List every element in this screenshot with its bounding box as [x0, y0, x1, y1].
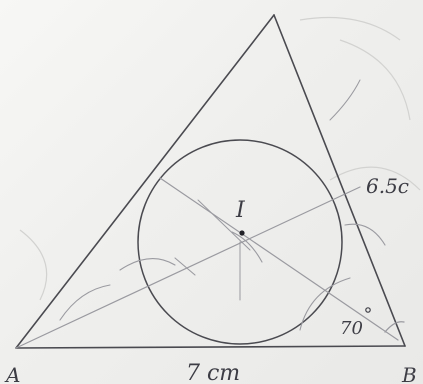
side-a-b-base	[15, 345, 406, 349]
incenter-point	[239, 230, 245, 236]
bisector-from-b	[159, 177, 399, 341]
arc-center	[231, 231, 263, 263]
side-a-apex	[15, 14, 275, 349]
incircle	[137, 139, 343, 345]
triangle	[15, 14, 406, 349]
angle-label: 70	[340, 318, 363, 339]
side-length-label: 6.5c	[366, 174, 409, 198]
arc-near-b	[299, 277, 351, 331]
bisector-segment	[197, 199, 251, 251]
angle-arc-b	[384, 321, 405, 333]
bleed-through-marks	[19, 16, 421, 301]
arc-tick-1	[174, 257, 196, 276]
vertex-a-label: A	[4, 363, 20, 384]
bisector-lines	[15, 177, 399, 349]
degree-symbol	[365, 307, 371, 313]
arc-upper-right	[329, 79, 361, 121]
side-apex-b	[273, 14, 406, 347]
arc-near-a	[59, 284, 111, 321]
base-length-label: 7 cm	[186, 361, 240, 384]
construction-arcs	[59, 79, 405, 333]
vertex-b-label: B	[401, 363, 417, 384]
bisector-from-a	[15, 186, 361, 349]
arc-right-side	[344, 223, 386, 246]
incenter-label: I	[235, 198, 246, 223]
arc-left-inner	[119, 258, 176, 271]
